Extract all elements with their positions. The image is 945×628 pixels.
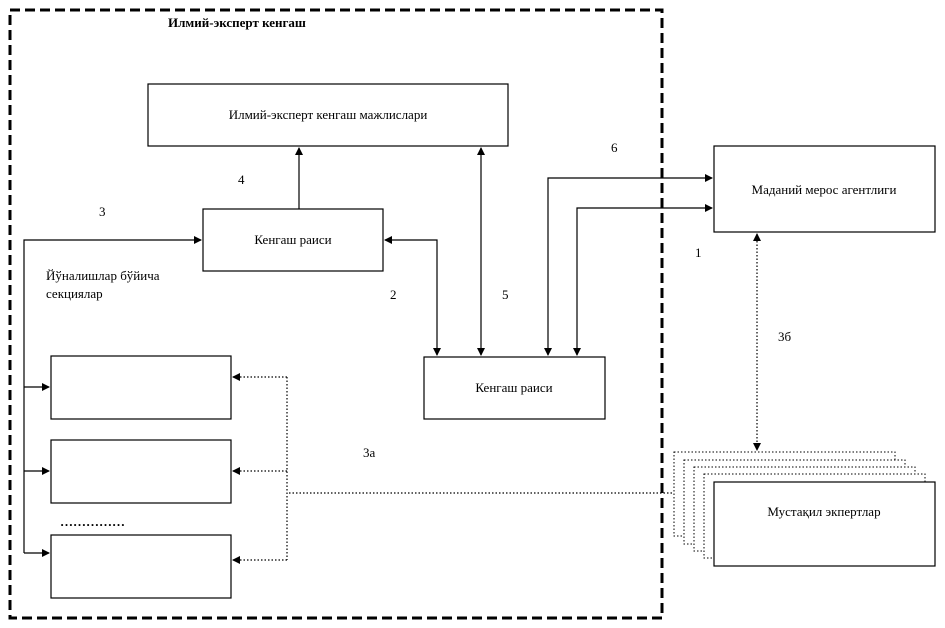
edge-label-4: 4 — [238, 172, 245, 187]
chair-bottom-label: Кенгаш раиси — [475, 380, 552, 395]
edge-label-2: 2 — [390, 287, 397, 302]
edge-label-3b: 3б — [778, 329, 792, 344]
sections-ellipsis: …………… — [60, 514, 125, 529]
edge-2 — [384, 236, 441, 356]
edge-label-6: 6 — [611, 140, 618, 155]
agency-label: Маданий мерос агентлиги — [752, 182, 897, 197]
chair-top-box — [202, 208, 384, 272]
section-box-3 — [50, 534, 232, 599]
council-title: Илмий-эксперт кенгаш — [168, 15, 306, 30]
edge-6 — [544, 174, 713, 356]
meetings-box — [147, 83, 509, 147]
chair-top-label: Кенгаш раиси — [254, 232, 331, 247]
edge-label-5: 5 — [502, 287, 509, 302]
edge-3-bus — [23, 236, 202, 553]
meetings-label: Илмий-эксперт кенгаш мажлислари — [229, 107, 428, 122]
edge-1 — [573, 204, 713, 356]
experts-box — [713, 481, 936, 567]
edge-label-3a: 3а — [363, 445, 376, 460]
section-box-1 — [50, 355, 232, 420]
experts-label: Мустақил экпертлар — [767, 504, 880, 519]
sections-label-line1: Йўналишлар бўйича — [46, 268, 160, 283]
section-box-2 — [50, 439, 232, 504]
edge-label-3: 3 — [99, 204, 106, 219]
sections-label-line2: секциялар — [46, 286, 103, 301]
agency-box — [713, 145, 936, 233]
chair-bottom-box — [423, 356, 606, 420]
edge-label-1: 1 — [695, 245, 702, 260]
